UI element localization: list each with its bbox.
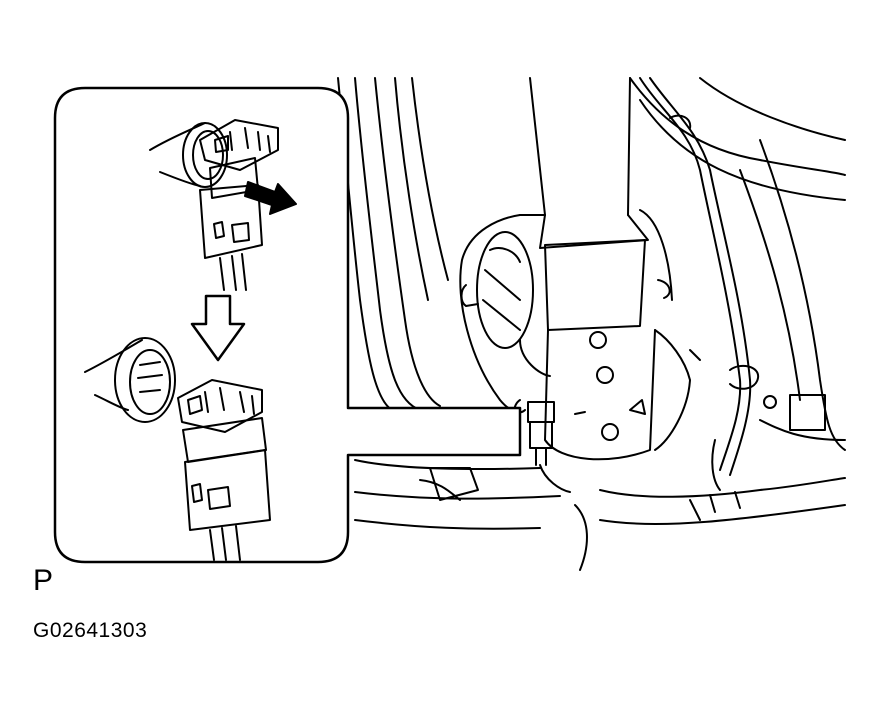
seatbelt-retractor <box>460 210 700 459</box>
wire-harness <box>640 78 758 490</box>
figure-code: G02641303 <box>33 619 148 642</box>
bold-arrow-right-down-icon <box>245 182 296 214</box>
connector-upper <box>150 120 296 290</box>
connector-lower <box>85 338 270 560</box>
vehicle-body-pillar <box>338 78 845 570</box>
view-label: P <box>33 564 54 597</box>
callout-frame <box>55 88 520 562</box>
seatbelt-webbing <box>530 78 648 248</box>
hollow-arrow-down-icon <box>192 296 244 360</box>
